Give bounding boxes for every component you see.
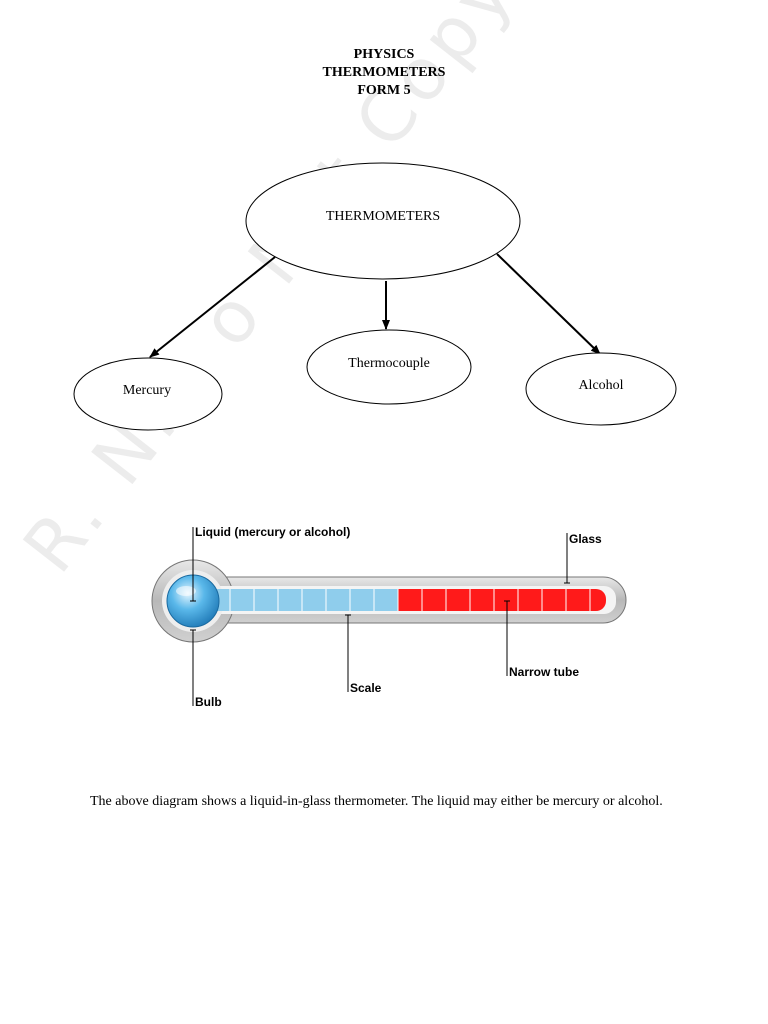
arrow-to-mercury — [149, 256, 276, 358]
narrow-tube-fill — [398, 589, 606, 611]
glass-label: Glass — [569, 532, 602, 546]
diagram-caption: The above diagram shows a liquid-in-glas… — [90, 794, 663, 809]
subject-title: PHYSICS — [353, 47, 415, 62]
alcohol-node — [525, 352, 677, 426]
form-title: FORM 5 — [357, 83, 411, 98]
leader-lines — [190, 527, 570, 706]
scale-label: Scale — [350, 681, 382, 695]
narrow-tube-label: Narrow tube — [509, 665, 579, 679]
alcohol-node-label: Alcohol — [578, 378, 623, 393]
scale-lines — [229, 589, 591, 611]
concept-map: THERMOMETERS Mercury Thermocouple Alcoho… — [73, 162, 677, 431]
bulb-label: Bulb — [195, 695, 222, 709]
liquid-label: Liquid (mercury or alcohol) — [195, 525, 350, 539]
arrow-to-alcohol — [496, 253, 601, 355]
thermocouple-node — [306, 329, 472, 405]
document-header: PHYSICS THERMOMETERS FORM 5 — [0, 46, 768, 100]
liquid-column — [208, 589, 398, 611]
thermometer-diagram: Liquid (mercury or alcohol) Glass Bulb S… — [151, 525, 627, 709]
mercury-node — [73, 357, 223, 431]
thermocouple-node-label: Thermocouple — [348, 356, 430, 371]
root-node-label: THERMOMETERS — [326, 209, 440, 224]
root-node — [245, 162, 521, 280]
mercury-node-label: Mercury — [123, 383, 171, 398]
topic-title: THERMOMETERS — [322, 65, 446, 80]
